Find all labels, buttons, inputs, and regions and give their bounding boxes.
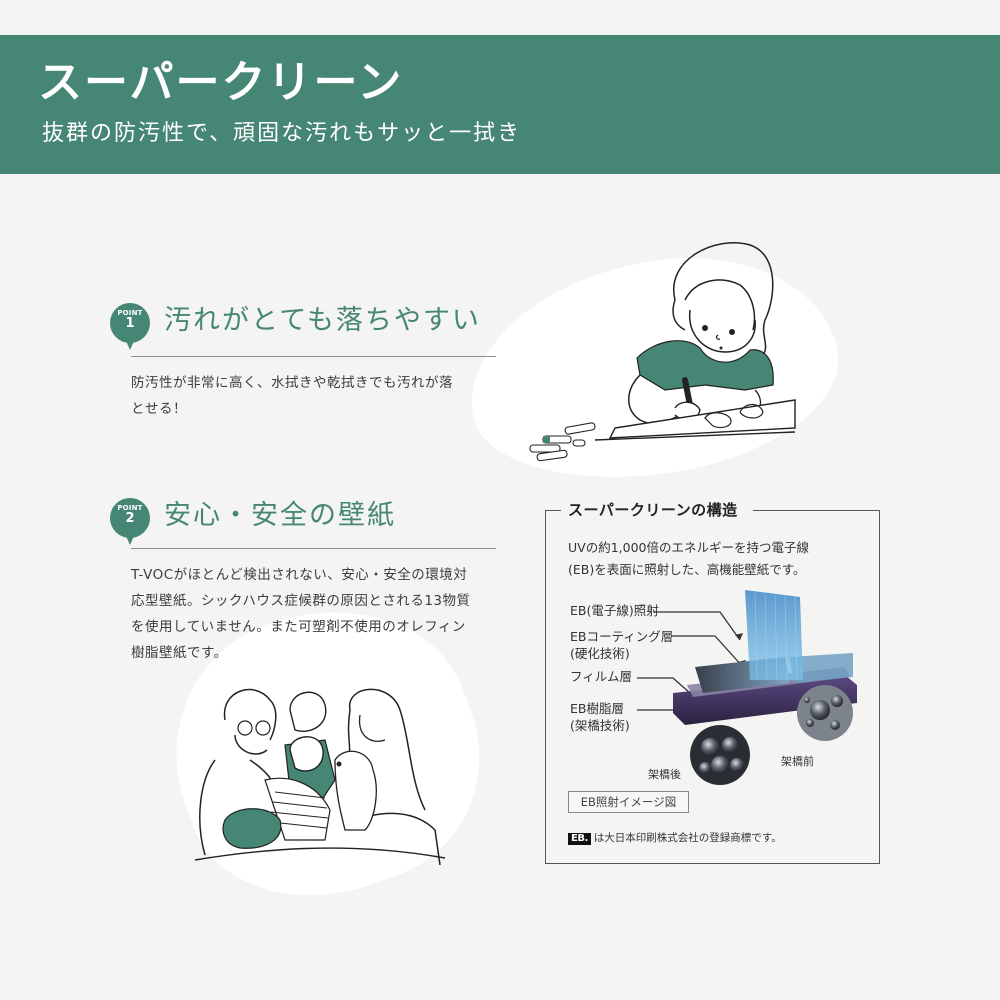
structure-title: スーパークリーンの構造 — [568, 501, 738, 519]
eb-logo: EB. — [568, 833, 591, 845]
eb-structure-diagram — [637, 590, 857, 785]
layer-label-eb-coating: EBコーティング層 (硬化技術) — [570, 628, 673, 662]
point-1-body-line: 防汚性が非常に高く、水拭きや乾拭きでも汚れが落 — [131, 375, 453, 391]
point-2-divider — [131, 548, 496, 549]
layer-label-text: EB樹脂層 — [570, 701, 624, 716]
layer-label-eb-irradiation: EB(電子線)照射 — [570, 603, 659, 618]
family-illustration — [194, 688, 446, 866]
point-2-body-line: 応型壁紙。シックハウス症候群の原因とされる13物質 — [131, 593, 471, 609]
point-2-title: 安心・安全の壁紙 — [164, 500, 396, 531]
point-2-body-line: 樹脂壁紙です。 — [131, 645, 228, 661]
point-2-badge: POINT 2 — [110, 498, 150, 545]
circle-label-after-crosslink: 架橋後 — [648, 768, 681, 781]
layer-label-text: EBコーティング層 — [570, 629, 674, 644]
structure-description-line: (EB)を表面に照射した、高機能壁紙です。 — [568, 562, 806, 577]
child-drawing-illustration — [529, 242, 796, 462]
structure-description-line: UVの約1,000倍のエネルギーを持つ電子線 — [568, 540, 809, 555]
point-1-title: 汚れがとても落ちやすい — [164, 305, 481, 336]
point-1-body-line: とせる！ — [131, 401, 187, 417]
page-subtitle: 抜群の防汚性で、頑固な汚れもサッと一拭き — [42, 121, 522, 146]
layer-label-eb-resin: EB樹脂層 (架橋技術) — [570, 700, 630, 734]
image-caption: EB照射イメージ図 — [568, 791, 689, 813]
point-1-body: 防汚性が非常に高く、水拭きや乾拭きでも汚れが落 とせる！ — [131, 370, 453, 422]
point-1-divider — [131, 356, 496, 357]
point-badge-label: POINT — [117, 309, 143, 317]
structure-description: UVの約1,000倍のエネルギーを持つ電子線 (EB)を表面に照射した、高機能壁… — [568, 537, 809, 581]
trademark-text: は大日本印刷株式会社の登録商標です。 — [593, 832, 782, 844]
point-badge-number: 1 — [125, 316, 135, 331]
header-banner: スーパークリーン 抜群の防汚性で、頑固な汚れもサッと一拭き — [0, 35, 1000, 174]
point-1-badge: POINT 1 — [110, 303, 150, 350]
point-badge-number: 2 — [125, 511, 135, 526]
point-badge-label: POINT — [117, 504, 143, 512]
structure-frame-top-left — [545, 510, 561, 511]
structure-frame — [545, 510, 880, 864]
structure-frame-top-right — [753, 510, 880, 511]
point-2-body: T-VOCがほとんど検出されない、安心・安全の環境対 応型壁紙。シックハウス症候… — [131, 562, 471, 666]
trademark-note: EB.は大日本印刷株式会社の登録商標です。 — [568, 830, 782, 845]
layer-label-film: フィルム層 — [570, 669, 633, 684]
page-title: スーパークリーン — [38, 57, 404, 108]
point-2-body-line: を使用していません。また可塑剤不使用のオレフィン — [131, 619, 466, 635]
layer-label-sub: (架橋技術) — [570, 718, 630, 733]
layer-label-sub: (硬化技術) — [570, 646, 630, 661]
circle-label-before-crosslink: 架橋前 — [781, 755, 814, 768]
point-2-body-line: T-VOCがほとんど検出されない、安心・安全の環境対 — [131, 567, 468, 583]
